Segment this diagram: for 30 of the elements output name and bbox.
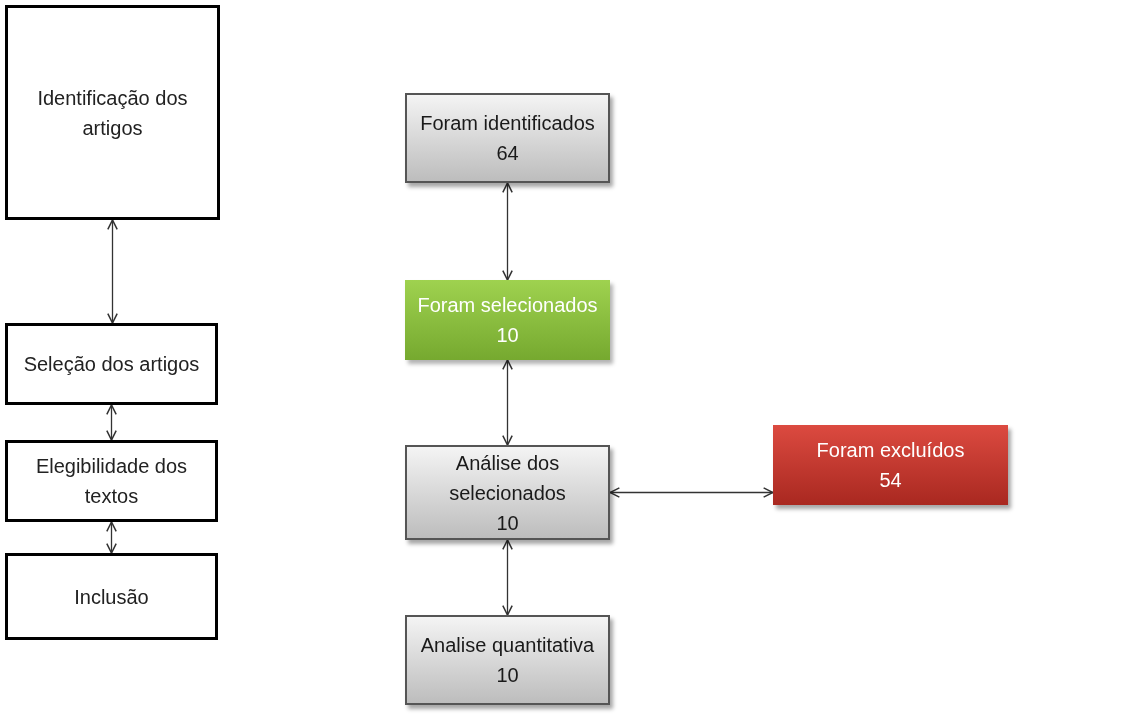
count-value: 10 <box>496 323 519 348</box>
box-label: Foram excluídos <box>816 438 965 463</box>
double-arrow <box>502 539 513 616</box>
result-box <box>405 280 610 360</box>
process-box <box>5 553 218 640</box>
count-value: 10 <box>496 663 519 688</box>
box-label: Análise dos selecionados <box>448 450 567 506</box>
box-label: Inclusão <box>74 584 149 610</box>
process-box <box>5 5 220 220</box>
result-box <box>405 93 610 183</box>
result-box <box>405 445 610 540</box>
result-box <box>405 615 610 705</box>
double-arrow <box>609 487 774 498</box>
double-arrow <box>502 182 513 281</box>
double-arrow <box>502 359 513 446</box>
result-box <box>773 425 1008 505</box>
process-box <box>5 440 218 522</box>
count-value: 54 <box>879 468 902 493</box>
box-label: Foram selecionados <box>417 293 598 318</box>
box-label: Seleção dos artigos <box>23 352 200 377</box>
double-arrow <box>107 219 118 324</box>
box-label: Analise quantitativa <box>420 633 595 658</box>
count-value: 10 <box>496 510 519 536</box>
box-label: Identificação dos artigos <box>36 85 189 141</box>
double-arrow <box>106 404 117 441</box>
count-value: 64 <box>496 141 519 166</box>
box-label: Foram identificados <box>420 111 595 136</box>
process-box <box>5 323 218 405</box>
box-label: Elegibilidade dos textos <box>34 454 189 509</box>
double-arrow <box>106 521 117 554</box>
